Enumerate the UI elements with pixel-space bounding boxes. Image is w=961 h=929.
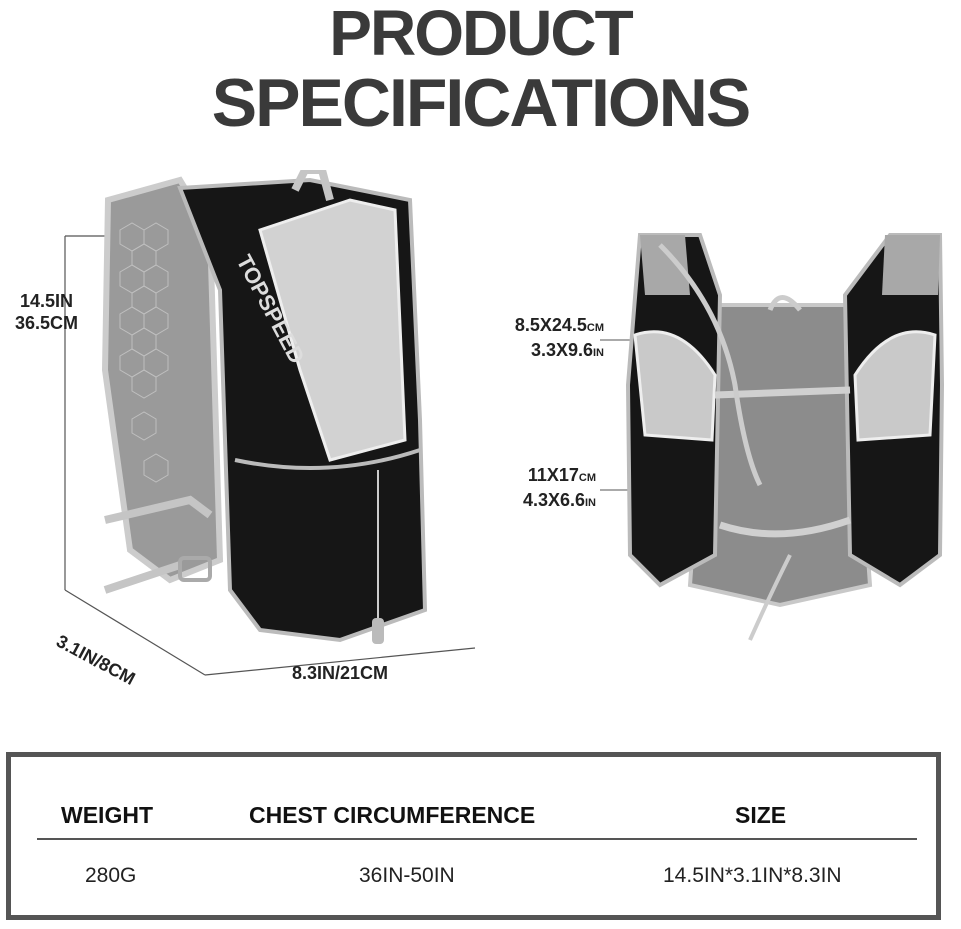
upper-pocket-dimension: 8.5X24.5CM 3.3X9.6IN: [484, 314, 604, 364]
upper-pocket-in: 3.3X9.6: [530, 340, 593, 360]
upper-pocket-in-unit: IN: [593, 347, 604, 359]
value-size: 14.5IN*3.1IN*8.3IN: [663, 864, 842, 887]
height-dimension-label: 14.5IN 36.5CM: [15, 290, 78, 334]
left-backpack-image: TOPSPEED: [60, 170, 490, 690]
upper-pocket-cm: 8.5X24.5: [514, 315, 587, 335]
specs-table: WEIGHT CHEST CIRCUMFERENCE SIZE 280G 36I…: [6, 752, 941, 920]
title-line-2: SPECIFICATIONS: [211, 65, 751, 141]
height-centimeters: 36.5CM: [15, 313, 79, 333]
header-chest-circumference: CHEST CIRCUMFERENCE: [249, 802, 536, 828]
lower-pocket-cm: 11X17: [527, 465, 579, 485]
value-weight: 280G: [85, 864, 137, 887]
height-inches: 14.5IN: [19, 291, 74, 311]
title-line-1: PRODUCT: [329, 0, 633, 69]
lower-pocket-cm-unit: CM: [578, 472, 596, 484]
upper-pocket-cm-unit: CM: [586, 322, 604, 334]
right-backpack-image: [600, 225, 960, 655]
table-divider: [37, 838, 917, 840]
header-weight: WEIGHT: [61, 802, 153, 828]
lower-pocket-dimension: 11X17CM 4.3X6.6IN: [484, 464, 596, 514]
width-dimension-label: 8.3IN/21CM: [292, 663, 389, 683]
lower-pocket-in-unit: IN: [585, 497, 596, 509]
header-size: SIZE: [735, 802, 787, 828]
value-chest-circumference: 36IN-50IN: [359, 864, 455, 887]
lower-pocket-in: 4.3X6.6: [522, 490, 585, 510]
